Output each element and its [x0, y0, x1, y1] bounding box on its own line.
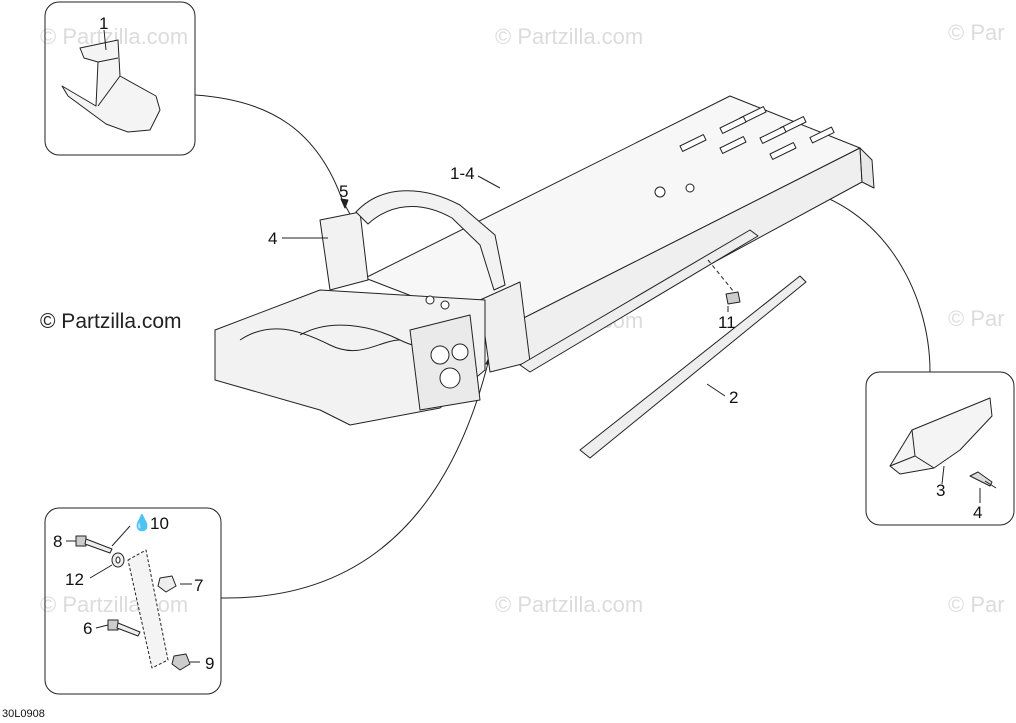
watermark: © Partzilla.com	[495, 24, 644, 49]
callout-1-4: 1-4	[450, 164, 475, 183]
callout-9: 9	[205, 654, 215, 673]
callout-4-inset: 4	[973, 503, 983, 522]
inset-box-part-3	[865, 371, 1015, 526]
part-11-pushnut-icon	[725, 291, 741, 305]
callout-3: 3	[936, 481, 946, 500]
diagram-reference-code: 30L0908	[2, 708, 45, 720]
callout-4: 4	[268, 229, 278, 248]
part-3-plate-icon	[889, 397, 993, 475]
bolt-6-icon	[107, 619, 141, 637]
snowmobile-frame	[214, 95, 875, 426]
nut-9-icon	[171, 653, 191, 671]
part-1-shield-icon	[61, 39, 161, 133]
bolt-8-icon	[75, 535, 113, 554]
inset-box-hardware	[44, 507, 222, 695]
partzilla-watermark: © Partzilla.com	[40, 310, 182, 333]
callout-7: 7	[194, 576, 204, 595]
tunnel-slots	[679, 106, 835, 160]
callout-12: 12	[65, 570, 84, 589]
running-board-rail	[519, 229, 759, 373]
part-2-rail-icon	[579, 275, 807, 459]
watermark: © Par	[948, 306, 1005, 331]
connector-line	[194, 94, 346, 209]
callout-10: 10	[150, 514, 169, 533]
strip-outline	[127, 549, 169, 669]
callout-8: 8	[53, 532, 63, 551]
watermark: © Par	[948, 20, 1005, 45]
inset-box-part-1	[44, 1, 196, 156]
connector-line	[785, 185, 931, 373]
oil-drop-icon: 💧	[132, 515, 152, 532]
watermark: © Par	[948, 592, 1005, 617]
nut-7-icon	[157, 575, 177, 593]
callout-5: 5	[339, 182, 349, 201]
part-4-rivet-icon	[969, 471, 997, 489]
callout-1: 1	[99, 14, 109, 33]
watermark: © Partzilla.com	[40, 592, 189, 617]
callout-6: 6	[83, 619, 93, 638]
callout-2: 2	[729, 388, 739, 407]
callout-11: 11	[718, 313, 736, 332]
connector-line	[220, 354, 491, 599]
watermark: © Partzilla.com	[495, 592, 644, 617]
